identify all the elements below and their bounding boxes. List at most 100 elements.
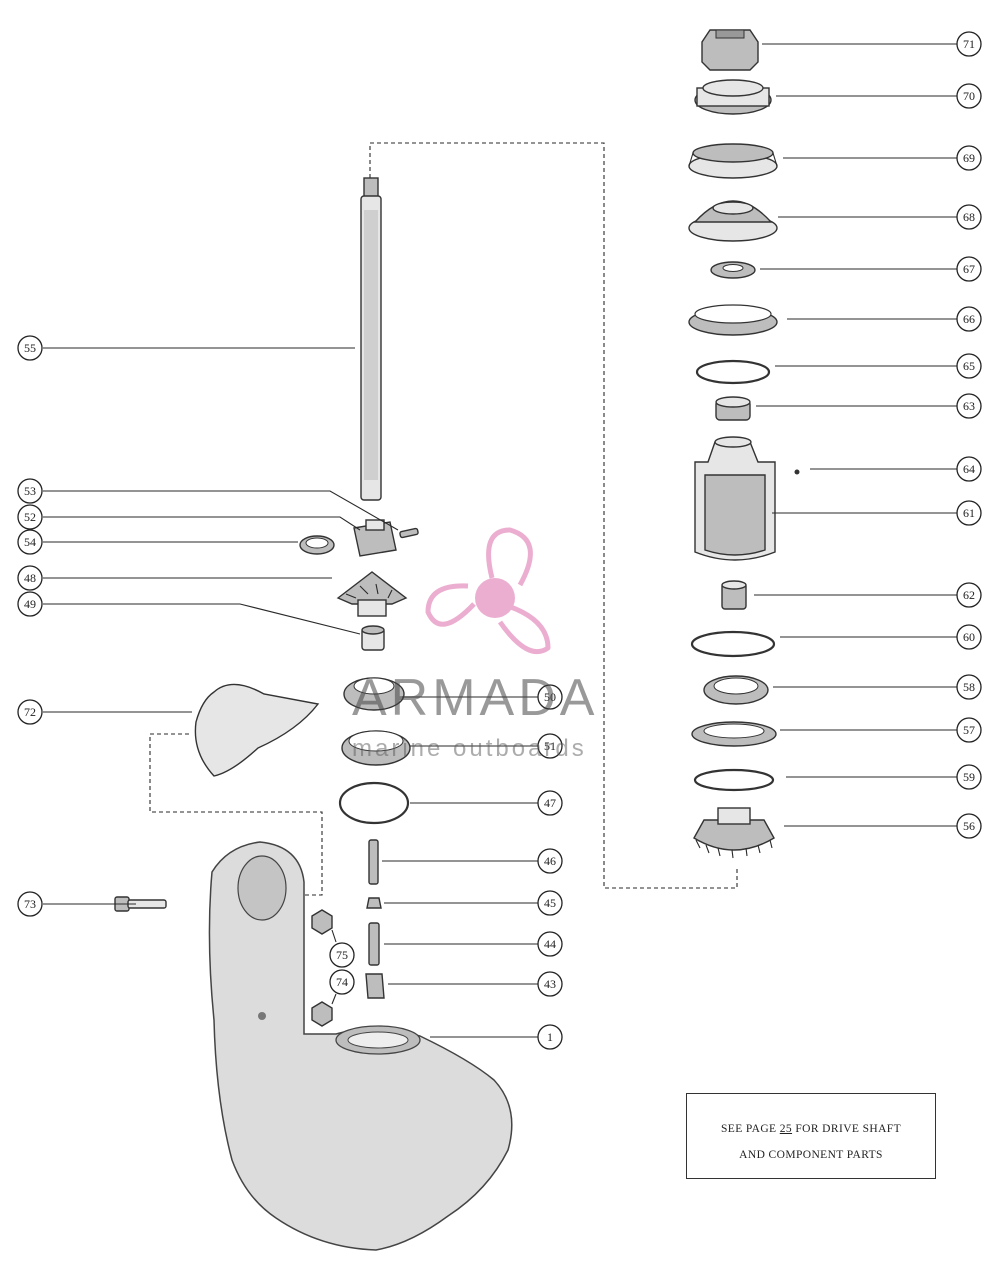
part-63-bearing <box>715 396 751 421</box>
part-44-rod <box>368 922 380 966</box>
callout-55: 55 <box>17 335 43 361</box>
svg-text:51: 51 <box>544 739 556 753</box>
part-62-bushing <box>721 580 747 610</box>
callout-69: 69 <box>956 145 982 171</box>
svg-text:61: 61 <box>963 506 975 520</box>
svg-text:75: 75 <box>336 948 348 962</box>
callout-75: 75 <box>329 942 355 968</box>
part-1-gear-housing <box>208 841 513 1251</box>
part-43-cam <box>365 973 385 999</box>
callout-51: 51 <box>537 733 563 759</box>
svg-text:52: 52 <box>24 510 36 524</box>
svg-text:48: 48 <box>24 571 36 585</box>
svg-text:54: 54 <box>24 535 36 549</box>
part-70-cap <box>694 79 772 115</box>
svg-text:58: 58 <box>963 680 975 694</box>
part-52-clutch <box>353 519 397 557</box>
part-56-gear <box>693 807 775 859</box>
svg-text:67: 67 <box>963 262 975 276</box>
svg-text:66: 66 <box>963 312 975 326</box>
svg-text:49: 49 <box>24 597 36 611</box>
svg-text:50: 50 <box>544 690 556 704</box>
drive-shaft-alignment-line <box>369 142 738 889</box>
callout-67: 67 <box>956 256 982 282</box>
watermark-brand: ARMADA <box>352 669 599 727</box>
svg-text:55: 55 <box>24 341 36 355</box>
callout-62: 62 <box>956 582 982 608</box>
callout-56: 56 <box>956 813 982 839</box>
note-line-1: SEE PAGE 25 FOR DRIVE SHAFT <box>687 1116 935 1142</box>
callout-46: 46 <box>537 848 563 874</box>
svg-text:70: 70 <box>963 89 975 103</box>
svg-text:63: 63 <box>963 399 975 413</box>
svg-text:64: 64 <box>963 462 975 476</box>
callout-57: 57 <box>956 717 982 743</box>
svg-text:56: 56 <box>963 819 975 833</box>
callout-1: 1 <box>537 1024 563 1050</box>
part-58-bearing <box>703 675 769 705</box>
svg-text:53: 53 <box>24 484 36 498</box>
callout-71: 71 <box>956 31 982 57</box>
svg-text:72: 72 <box>24 705 36 719</box>
callout-66: 66 <box>956 306 982 332</box>
part-67-washer <box>710 261 756 279</box>
callout-68: 68 <box>956 204 982 230</box>
part-65-o-ring <box>695 359 771 385</box>
part-64-pin <box>794 469 800 475</box>
note-prefix: SEE PAGE <box>720 1123 780 1135</box>
callout-59: 59 <box>956 764 982 790</box>
part-47-o-ring <box>338 781 410 825</box>
part-61-bearing-housing <box>694 436 776 561</box>
callout-70: 70 <box>956 83 982 109</box>
part-54-spring <box>299 535 335 555</box>
part-74-nut <box>311 1001 333 1027</box>
svg-text:43: 43 <box>544 977 556 991</box>
callout-61: 61 <box>956 500 982 526</box>
callout-65: 65 <box>956 353 982 379</box>
part-73-bolt <box>114 896 167 912</box>
callout-73: 73 <box>17 891 43 917</box>
callout-48: 48 <box>17 565 43 591</box>
svg-text:71: 71 <box>963 37 975 51</box>
part-46-stud <box>368 839 379 885</box>
note-page-number: 25 <box>779 1123 793 1135</box>
part-60-ring <box>690 630 776 658</box>
watermark-tagline: marine outboards <box>352 735 587 762</box>
svg-text:69: 69 <box>963 151 975 165</box>
see-page-note: SEE PAGE 25 FOR DRIVE SHAFT AND COMPONEN… <box>686 1093 936 1179</box>
callout-44: 44 <box>537 931 563 957</box>
part-48-pinion-gear <box>336 571 408 617</box>
callout-63: 63 <box>956 393 982 419</box>
propeller-logo-icon <box>425 527 551 655</box>
svg-text:45: 45 <box>544 896 556 910</box>
callout-53: 53 <box>17 478 43 504</box>
part-53-pin <box>399 527 419 539</box>
note-line-2: AND COMPONENT PARTS <box>739 1149 883 1161</box>
svg-text:68: 68 <box>963 210 975 224</box>
part-59-ring <box>693 768 775 792</box>
callout-45: 45 <box>537 890 563 916</box>
part-57-shim <box>691 721 777 747</box>
part-72-cover <box>194 683 320 777</box>
cover-alignment-line <box>149 733 323 896</box>
part-66-bearing-race <box>688 304 778 336</box>
callout-54: 54 <box>17 529 43 555</box>
svg-text:62: 62 <box>963 588 975 602</box>
callout-58: 58 <box>956 674 982 700</box>
callout-64: 64 <box>956 456 982 482</box>
part-55-drive-shaft <box>360 177 382 501</box>
svg-text:59: 59 <box>963 770 975 784</box>
part-50-bearing <box>343 677 405 711</box>
part-49-bushing <box>361 625 385 651</box>
part-51-bearing-cup <box>341 730 411 766</box>
callout-50: 50 <box>537 684 563 710</box>
callout-72: 72 <box>17 699 43 725</box>
svg-text:44: 44 <box>544 937 556 951</box>
callout-74: 74 <box>329 969 355 995</box>
svg-text:47: 47 <box>544 796 556 810</box>
svg-text:73: 73 <box>24 897 36 911</box>
part-75-nut <box>311 909 333 935</box>
callout-47: 47 <box>537 790 563 816</box>
svg-text:60: 60 <box>963 630 975 644</box>
callout-43: 43 <box>537 971 563 997</box>
